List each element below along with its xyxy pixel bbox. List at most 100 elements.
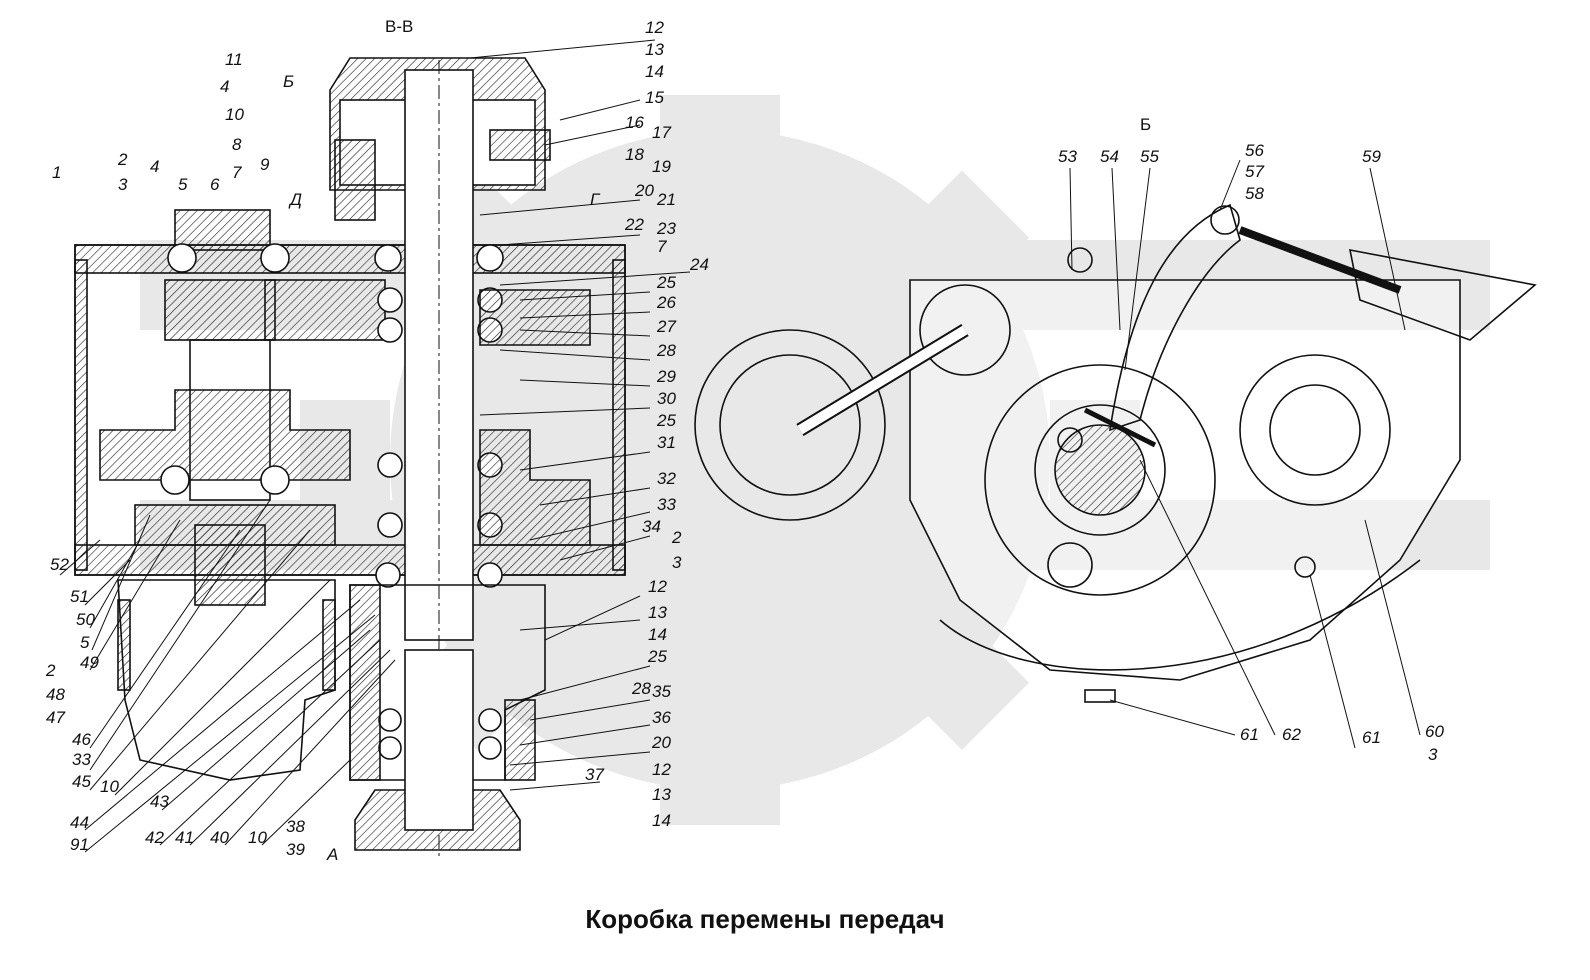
callout-left_bottom-12: 44 — [70, 813, 89, 832]
callout-right_column-17: 28 — [656, 341, 676, 360]
leader-line — [89, 499, 271, 771]
leader-line — [519, 724, 651, 746]
callout-left_bottom-16: 41 — [175, 828, 194, 847]
callout-left_bottom-3: 5 — [80, 633, 90, 652]
callout-labels: B-B Б — [385, 17, 1151, 134]
callout-left_top-3: 4 — [150, 157, 159, 176]
callout-left_top-11: 4 — [220, 77, 229, 96]
callout-left_bottom-11: 10 — [100, 777, 119, 796]
callout-left_bottom-9: 33 — [72, 750, 91, 769]
callout-right_view-2: 55 — [1140, 147, 1159, 166]
callout-left_top-10: 11 — [225, 50, 243, 69]
callout-left_bottom-20: 39 — [286, 840, 305, 859]
callout-left_bottom-0: 52 — [50, 555, 69, 574]
callout-left_top-7: 8 — [232, 135, 242, 154]
leader-line — [519, 311, 651, 319]
callout-right_view-3: 56 — [1245, 141, 1264, 160]
callout-right_view-5: 58 — [1245, 184, 1264, 203]
callout-right_column-15: 26 — [656, 293, 676, 312]
callout-right_column-8: 20 — [634, 181, 654, 200]
callout-right_column-12: 7 — [657, 237, 667, 256]
callout-right_column-29: 14 — [648, 625, 667, 644]
callout-right_view-10: 60 — [1425, 722, 1444, 741]
callout-left_bottom-18: 10 — [248, 828, 267, 847]
callout-right_column-4: 16 — [625, 113, 644, 132]
leader-line — [519, 329, 651, 337]
callout-left_bottom-14: 43 — [150, 792, 169, 811]
callout-right_column-38: 14 — [652, 811, 671, 830]
callout-right_column-2: 14 — [645, 62, 664, 81]
leader-line — [519, 291, 651, 301]
leader-line — [519, 665, 651, 701]
leader-line — [499, 349, 651, 361]
callout-markers-3: А — [326, 845, 338, 864]
callout-right_column-22: 32 — [657, 469, 676, 488]
leader-line — [189, 649, 391, 846]
callout-right_column-9: 21 — [656, 190, 676, 209]
callout-right_column-11: 23 — [656, 219, 676, 238]
callout-right_view-9: 61 — [1362, 728, 1381, 747]
callout-left_bottom-6: 48 — [46, 685, 65, 704]
leader-line — [479, 199, 641, 216]
callout-markers-1: Г — [590, 190, 601, 209]
leader-line — [89, 529, 311, 791]
callout-right_column-7: 19 — [652, 157, 671, 176]
leader-line — [224, 659, 396, 846]
leader-line — [499, 234, 641, 246]
callout-right_column-18: 29 — [656, 367, 676, 386]
callout-markers-0: Б — [283, 72, 294, 91]
callout-right_column-5: 17 — [652, 123, 671, 142]
callout-right_column-33: 36 — [652, 708, 671, 727]
callout-right_column-1: 13 — [645, 40, 664, 59]
callout-right_column-25: 2 — [671, 528, 682, 547]
leader-line — [559, 535, 651, 561]
callout-left_bottom-10: 45 — [72, 772, 91, 791]
callout-left_top-8: 9 — [260, 155, 270, 174]
callout-left_bottom-4: 49 — [80, 653, 99, 672]
leader-line — [261, 759, 351, 846]
leader-line — [84, 614, 376, 853]
leader-line — [539, 487, 651, 506]
leader-line — [84, 559, 131, 606]
callout-right_column-13: 24 — [689, 255, 709, 274]
leader-line — [1124, 167, 1151, 371]
leader-line — [499, 271, 691, 286]
leader-line — [161, 629, 371, 811]
leader-line — [91, 514, 151, 651]
leader-line — [469, 39, 656, 59]
leader-line — [519, 379, 651, 387]
leader-line — [519, 451, 651, 471]
leader-line — [559, 99, 641, 121]
leader-line — [1111, 167, 1121, 331]
callout-left_top-2: 3 — [118, 175, 128, 194]
callout-left_bottom-2: 50 — [76, 610, 95, 629]
callout-right_view-8: 62 — [1282, 725, 1301, 744]
callout-left_bottom-8: 46 — [72, 730, 91, 749]
leader-line — [89, 529, 241, 749]
leader-line — [479, 407, 651, 416]
leader-line — [544, 595, 641, 641]
callout-right_column-14: 25 — [656, 273, 676, 292]
leader-line — [519, 619, 641, 631]
leader-line — [84, 599, 361, 831]
leader-line — [1069, 167, 1073, 271]
leader-line — [114, 579, 331, 796]
callout-right_view-0: 53 — [1058, 147, 1077, 166]
callout-right_column-26: 3 — [672, 553, 682, 572]
leader-line — [1364, 519, 1421, 736]
callout-right_column-32: 35 — [652, 682, 671, 701]
callout-right_view-1: 54 — [1100, 147, 1119, 166]
callout-left_bottom-15: 42 — [145, 828, 164, 847]
leader-line — [1109, 699, 1236, 736]
callout-left_bottom-13: 91 — [70, 835, 89, 854]
callout-right_column-34: 20 — [651, 733, 671, 752]
callout-left_top-6: 7 — [232, 163, 242, 182]
callout-right_column-19: 30 — [657, 389, 676, 408]
callout-right_view-7: 61 — [1240, 725, 1259, 744]
section-label: B-B — [385, 17, 413, 36]
callout-left_top-1: 2 — [117, 150, 128, 169]
leader-line — [1309, 574, 1356, 749]
